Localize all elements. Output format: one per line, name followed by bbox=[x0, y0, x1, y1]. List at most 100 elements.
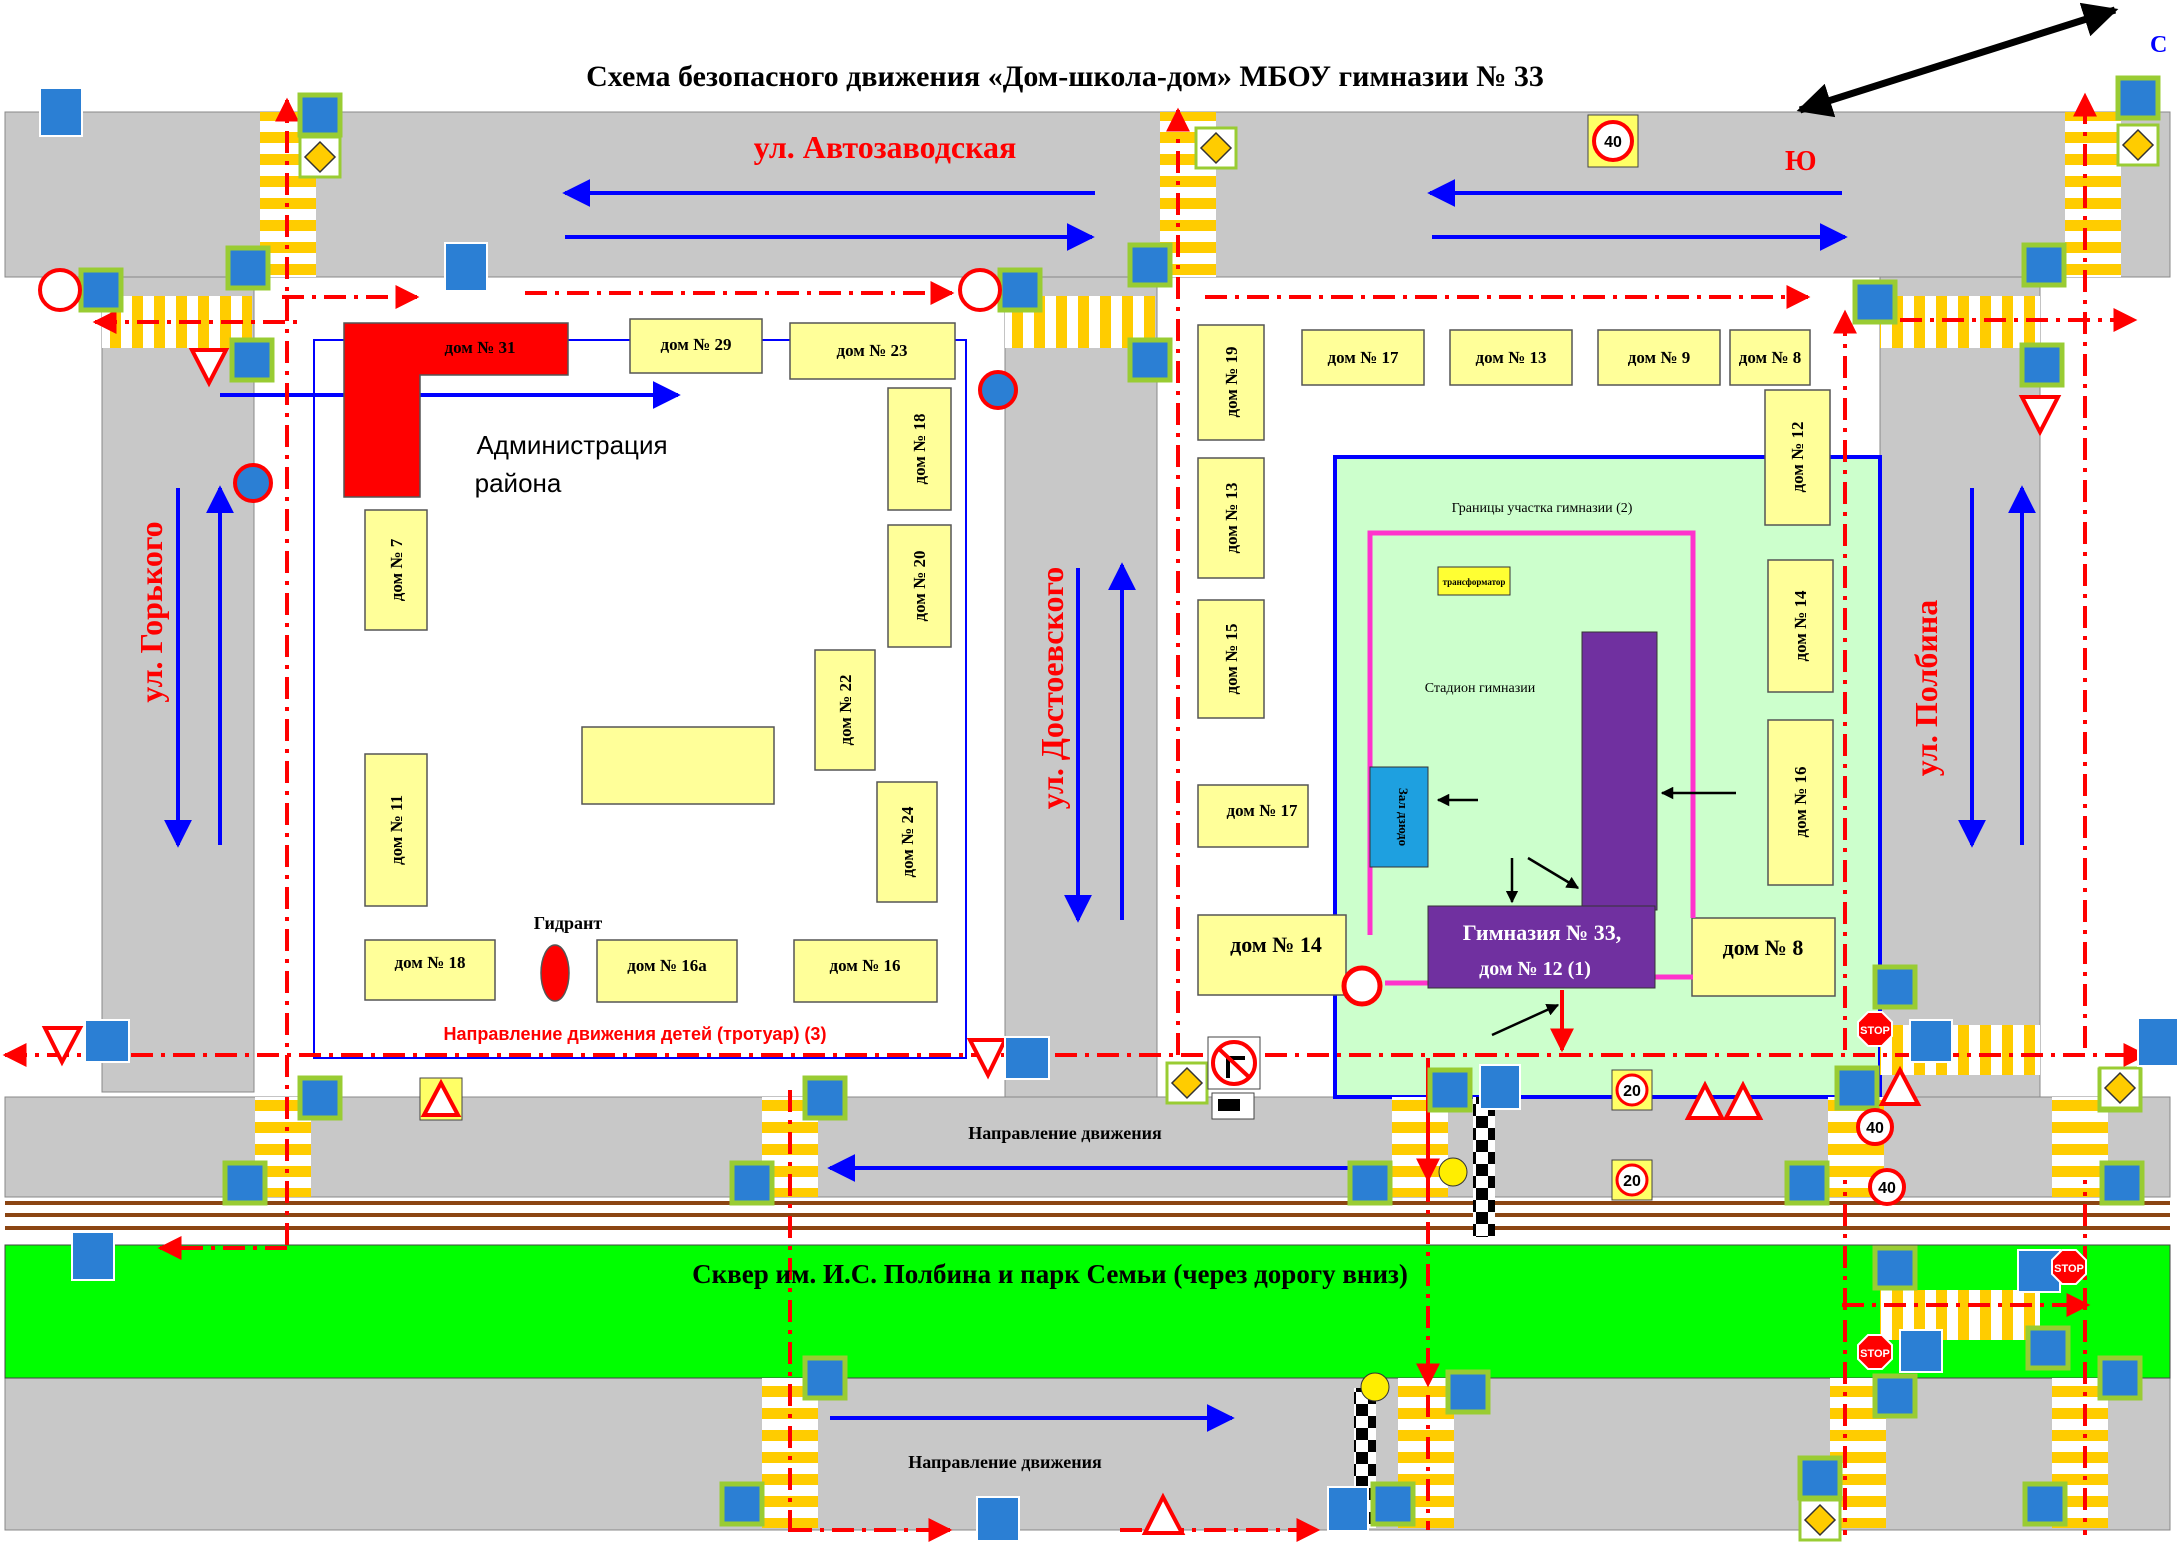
no-right-turn-sign-icon bbox=[1207, 1036, 1261, 1120]
label-d23: дом № 23 bbox=[837, 341, 908, 360]
building-d8a bbox=[1729, 329, 1811, 386]
label-d29: дом № 29 bbox=[661, 335, 732, 354]
speed-limit-label: 20 bbox=[1623, 1173, 1641, 1190]
compass-arrow bbox=[1796, 2, 2119, 118]
label-park: Сквер им. И.С. Полбина и парк Семьи (чер… bbox=[692, 1259, 1408, 1289]
speed-limit-label: 40 bbox=[1878, 1180, 1896, 1197]
label-kids-direction: Направление движения детей (тротуар) (3) bbox=[444, 1024, 827, 1044]
no-stopping-sign-icon bbox=[233, 370, 1018, 503]
gymnasium-wing bbox=[1581, 631, 1658, 911]
label-d16b: дом № 16 bbox=[1791, 767, 1810, 838]
building-d18a bbox=[887, 387, 952, 511]
road-dostoevskogo bbox=[1004, 276, 1158, 1098]
building-d11 bbox=[364, 753, 428, 907]
label-d17b: дом № 17 bbox=[1328, 348, 1399, 367]
label-d20: дом № 20 bbox=[910, 551, 929, 622]
building-d24 bbox=[876, 781, 938, 903]
label-d15: дом № 15 bbox=[1222, 624, 1241, 695]
building-d17a bbox=[1197, 784, 1309, 848]
label-d13b: дом № 13 bbox=[1476, 348, 1547, 367]
label-hydrant: Гидрант bbox=[534, 913, 603, 933]
park-area bbox=[4, 1244, 2171, 1379]
building-d7 bbox=[364, 509, 428, 631]
compass-south: Ю bbox=[1785, 146, 1817, 177]
label-traffic-direction-bottom: Направление движения bbox=[908, 1452, 1102, 1472]
judo-hall bbox=[1369, 766, 1429, 868]
building-d18b bbox=[364, 939, 496, 1001]
stop-sign-label: STOP bbox=[2054, 1263, 2084, 1275]
speed-bump-sign-icon bbox=[1327, 1064, 1521, 1532]
building-d14a bbox=[1197, 914, 1347, 996]
label-traffic-direction-top: Направление движения bbox=[968, 1123, 1162, 1143]
stop-sign-icon bbox=[1857, 1011, 2087, 1370]
label-d17a: дом № 17 bbox=[1227, 801, 1298, 820]
transformer bbox=[1437, 566, 1511, 596]
label-gymnasium-1: Гимназия № 33, bbox=[1463, 920, 1622, 945]
traffic-light-icon bbox=[1360, 1157, 1468, 1402]
building-center bbox=[581, 726, 775, 805]
stop-sign-label: STOP bbox=[1860, 1025, 1890, 1037]
no-trucks-sign-icon bbox=[38, 268, 1002, 312]
label-school-bounds: Границы участка гимназии (2) bbox=[1452, 501, 1633, 516]
hydrant bbox=[540, 944, 570, 1002]
building-d22 bbox=[814, 649, 876, 771]
speed-limit-sign-icon bbox=[1587, 114, 1906, 1206]
school-fence bbox=[1367, 530, 1696, 935]
street-polbina: ул. Полбина bbox=[1908, 600, 1944, 776]
road-polbina bbox=[1879, 276, 2041, 1098]
crosswalk-sign-icon bbox=[78, 75, 2161, 1527]
speed-limit-label: 20 bbox=[1623, 1083, 1641, 1100]
label-d8b: дом № 8 bbox=[1723, 935, 1804, 960]
building-d19 bbox=[1197, 324, 1265, 441]
compass-north: С bbox=[2150, 32, 2167, 58]
label-d24: дом № 24 bbox=[898, 806, 917, 877]
label-d31: дом № 31 bbox=[445, 338, 516, 357]
building-d16b bbox=[1767, 719, 1834, 886]
building-d13b bbox=[1449, 329, 1573, 386]
label-gym: Зал дзюдо bbox=[1396, 788, 1411, 846]
stop-sign-label: STOP bbox=[1860, 1348, 1890, 1360]
building-d17b bbox=[1301, 329, 1425, 386]
school-arrows bbox=[1436, 786, 1736, 1037]
speed-limit-label: 40 bbox=[1866, 1120, 1884, 1137]
children-warning-sign-icon bbox=[419, 1065, 1922, 1535]
label-transformer: трансформатор bbox=[1443, 577, 1506, 587]
bus-stop-sign-icon bbox=[39, 87, 2179, 1542]
traffic-arrows bbox=[164, 179, 2036, 1432]
building-d15 bbox=[1197, 599, 1265, 719]
label-d18b: дом № 18 bbox=[395, 953, 466, 972]
label-d8a: дом № 8 bbox=[1739, 348, 1801, 367]
building-d9 bbox=[1597, 329, 1721, 386]
label-stadium: Стадион гимназии bbox=[1425, 681, 1536, 696]
building-d16 bbox=[793, 939, 938, 1003]
label-d7: дом № 7 bbox=[387, 538, 406, 601]
building-d14b bbox=[1767, 559, 1834, 693]
buildings bbox=[343, 318, 1836, 1003]
kids-route bbox=[2, 92, 2148, 1542]
street-gorkogo: ул. Горького bbox=[133, 521, 169, 702]
building-d20 bbox=[887, 524, 952, 648]
building-d12 bbox=[1764, 389, 1831, 526]
labels: Схема безопасного движения «Дом-школа-до… bbox=[133, 32, 2167, 1472]
label-admin-2: района bbox=[475, 468, 562, 498]
label-d14a: дом № 14 bbox=[1230, 932, 1322, 957]
label-d19: дом № 19 bbox=[1222, 347, 1241, 418]
label-admin: Администрация bbox=[476, 430, 667, 460]
label-d11: дом № 11 bbox=[387, 795, 406, 865]
building-d8b bbox=[1691, 917, 1836, 997]
yield-sign-icon bbox=[41, 348, 2062, 1080]
label-d9: дом № 9 bbox=[1628, 348, 1690, 367]
building-d29 bbox=[629, 318, 763, 374]
gymnasium-building bbox=[1427, 905, 1656, 989]
building-d23 bbox=[789, 322, 956, 380]
page-title: Схема безопасного движения «Дом-школа-до… bbox=[586, 60, 1544, 93]
label-d22: дом № 22 bbox=[836, 675, 855, 746]
no-entry-sign-icon bbox=[1341, 965, 1383, 1007]
label-d16: дом № 16 bbox=[830, 956, 901, 975]
label-d13a: дом № 13 bbox=[1222, 483, 1241, 554]
label-d12: дом № 12 bbox=[1788, 422, 1807, 493]
street-dostoevskogo: ул. Достоевского bbox=[1034, 567, 1070, 810]
admin-building bbox=[343, 322, 569, 498]
street-avtozavodskaya: ул. Автозаводская bbox=[754, 129, 1017, 165]
